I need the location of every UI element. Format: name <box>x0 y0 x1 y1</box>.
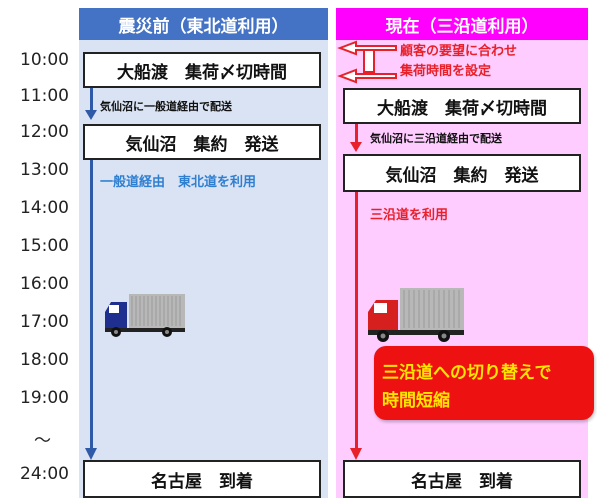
time-label-16: 16:00 <box>20 274 69 294</box>
left-main-arrow-line <box>90 160 93 452</box>
left-ofunato-box: 大船渡 集荷〆切時間 <box>83 52 321 88</box>
right-route-note: 気仙沼に三沿道経由で配送 <box>370 132 502 145</box>
highlight-line2: 時間短縮 <box>382 391 450 411</box>
time-label-10: 10:00 <box>20 50 69 70</box>
right-header: 現在（三沿道利用） <box>336 8 588 40</box>
time-label-19: 19:00 <box>20 388 69 408</box>
time-label-17: 17:00 <box>20 312 69 332</box>
double-arrow-icon <box>337 40 397 84</box>
left-route-note: 気仙沼に一般道経由で配送 <box>100 100 232 113</box>
right-ofunato-box: 大船渡 集荷〆切時間 <box>343 88 581 124</box>
time-label-tilde: ～ <box>34 431 51 451</box>
right-callout-line2: 集荷時間を設定 <box>400 64 492 79</box>
time-label-24: 24:00 <box>20 464 69 484</box>
right-callout-line1: 顧客の要望に合わせ <box>400 44 518 59</box>
time-label-12: 12:00 <box>20 122 69 142</box>
time-label-18: 18:00 <box>20 350 69 370</box>
left-header: 震災前（東北道利用） <box>79 8 328 40</box>
left-kesennuma-box: 気仙沼 集約 発送 <box>83 124 321 160</box>
highlight-callout: 三沿道への切り替えで 時間短縮 <box>374 346 594 420</box>
right-arrow-1-head <box>350 142 362 152</box>
blue-truck-icon <box>105 294 185 337</box>
red-truck-icon <box>368 288 464 342</box>
left-route-text: 一般道経由 東北道を利用 <box>100 175 257 190</box>
left-nagoya-box: 名古屋 到着 <box>83 460 321 498</box>
right-main-arrow-line <box>355 192 358 452</box>
right-main-arrow-head <box>350 448 362 460</box>
left-arrow-1-line <box>90 88 93 112</box>
right-kesennuma-box: 気仙沼 集約 発送 <box>343 154 581 192</box>
time-label-11: 11:00 <box>20 86 69 106</box>
time-label-15: 15:00 <box>20 236 69 256</box>
right-arrow-1-line <box>355 124 358 144</box>
left-arrow-1-head <box>85 110 97 120</box>
time-label-13: 13:00 <box>20 160 69 180</box>
time-label-14: 14:00 <box>20 198 69 218</box>
right-nagoya-box: 名古屋 到着 <box>343 460 581 498</box>
left-main-arrow-head <box>85 448 97 460</box>
right-route-text: 三沿道を利用 <box>370 208 449 223</box>
highlight-line1: 三沿道への切り替えで <box>382 363 552 383</box>
left-column-bg <box>79 40 328 498</box>
